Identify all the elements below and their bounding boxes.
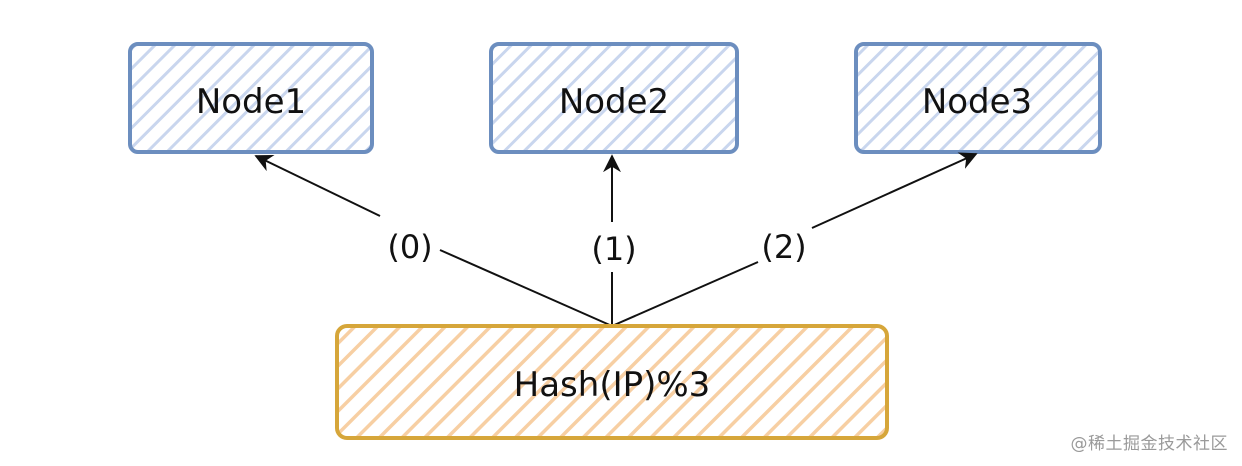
node-label-2: Node2 <box>559 82 669 122</box>
arrow-line-2 <box>811 152 978 229</box>
node-box-2: Node2 <box>489 42 739 154</box>
node-box-3: Node3 <box>854 42 1102 154</box>
watermark-text: @稀土掘金技术社区 <box>1070 434 1228 454</box>
hash-box: Hash(IP)%3 <box>335 324 889 440</box>
edge-label-2: (2) <box>761 228 806 266</box>
edge-1: (1) <box>591 154 637 326</box>
edge-0: (0) <box>254 154 613 327</box>
edge-2: (2) <box>611 152 978 327</box>
connector-line-2 <box>611 261 759 327</box>
arrow-line-0 <box>254 154 381 217</box>
edge-label-1: (1) <box>591 230 636 268</box>
hash-label: Hash(IP)%3 <box>514 365 711 405</box>
node-label-3: Node3 <box>922 82 1032 122</box>
connector-line-0 <box>439 249 613 327</box>
node-box-1: Node1 <box>128 42 374 154</box>
edge-label-0: (0) <box>387 228 432 266</box>
node-label-1: Node1 <box>196 82 306 122</box>
